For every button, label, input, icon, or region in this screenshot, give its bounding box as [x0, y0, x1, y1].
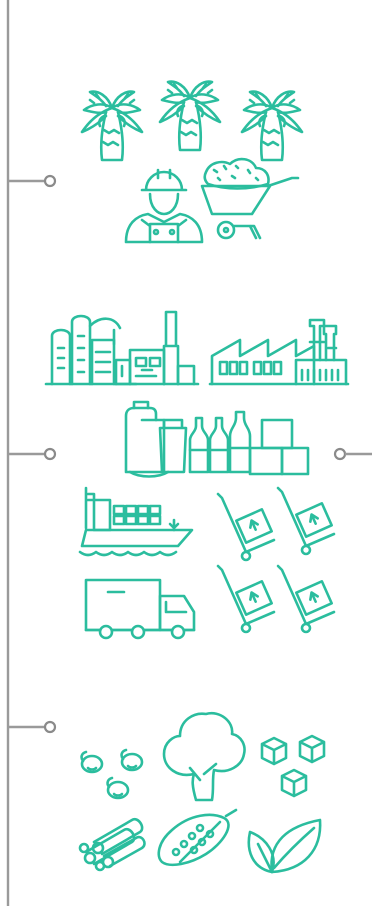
products-group	[78, 711, 326, 874]
worker-icon	[124, 168, 204, 244]
cubes-icon	[260, 734, 326, 798]
cocoa-pod-icon	[157, 808, 238, 867]
palm-tree-icon	[80, 90, 144, 162]
jerrycan-icon	[124, 400, 170, 478]
delivery-truck-icon	[84, 578, 196, 640]
refinery-icon	[44, 310, 200, 386]
palm-fruit-icon	[120, 748, 144, 772]
hand-truck-icon	[216, 564, 276, 634]
processing-group	[44, 310, 350, 478]
factory-icon	[208, 318, 350, 386]
cargo-ship-icon	[78, 486, 194, 557]
bottles-icon	[188, 410, 252, 474]
palm-tree-icon	[158, 80, 222, 152]
leaves-icon	[247, 818, 322, 874]
distribution-group	[78, 486, 336, 640]
timeline-marker-2	[8, 447, 57, 461]
boxes-icon	[248, 418, 310, 476]
palm-fruit-icon	[80, 750, 104, 774]
hand-truck-icon	[216, 492, 276, 562]
palm-fruit-icon	[106, 776, 130, 800]
plantation-group	[80, 80, 304, 244]
timeline-marker-3	[8, 720, 57, 734]
sticks-icon	[78, 817, 146, 872]
wheelbarrow-icon	[200, 157, 300, 240]
timeline-marker-right	[333, 447, 372, 461]
palm-tree-icon	[240, 90, 304, 162]
timeline-marker-1	[8, 174, 57, 188]
hand-truck-icon	[276, 486, 336, 556]
hand-truck-icon	[276, 564, 336, 634]
tree-icon	[162, 711, 246, 802]
pouch-icon	[158, 418, 188, 474]
